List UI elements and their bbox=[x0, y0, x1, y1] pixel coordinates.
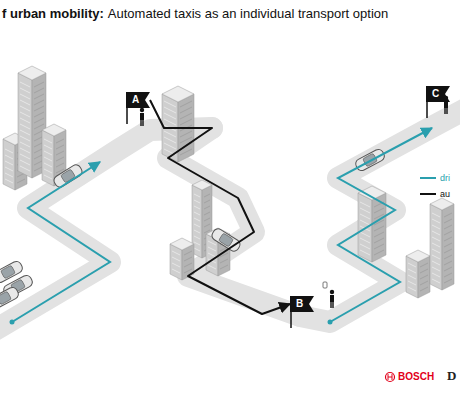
stop-flag: B bbox=[290, 296, 314, 312]
drive-route bbox=[12, 162, 110, 322]
stop-flag: C bbox=[426, 86, 450, 102]
flag-pole bbox=[290, 312, 292, 328]
route-start-dot bbox=[10, 320, 15, 325]
route-start-dot bbox=[328, 320, 333, 325]
flag-pole bbox=[426, 102, 428, 118]
waiting-person bbox=[323, 282, 334, 308]
legend-text: au bbox=[440, 189, 450, 199]
automated-route bbox=[150, 100, 290, 314]
stop-letter: A bbox=[132, 94, 140, 106]
diagram-subtitle: Automated taxis as an individual transpo… bbox=[108, 6, 388, 21]
logo-text: D bbox=[447, 368, 456, 384]
legend-swatch bbox=[420, 177, 436, 179]
legend-text: dri bbox=[440, 173, 450, 183]
car bbox=[0, 286, 20, 311]
legend-item: au bbox=[420, 184, 450, 202]
logo-symbol bbox=[386, 373, 395, 382]
road bbox=[300, 104, 460, 322]
drive-route bbox=[330, 128, 432, 322]
stop-letter: C bbox=[432, 88, 440, 100]
legend-swatch bbox=[420, 193, 436, 195]
stop-letter: B bbox=[296, 298, 304, 310]
car bbox=[210, 227, 242, 253]
building bbox=[430, 198, 454, 290]
building bbox=[406, 250, 430, 298]
diagram-title: f urban mobility: bbox=[2, 6, 104, 21]
stop-flag: A bbox=[126, 92, 150, 108]
flag-pole bbox=[126, 108, 128, 124]
logo-text: BOSCH bbox=[398, 371, 434, 382]
legend-item: dri bbox=[420, 168, 450, 186]
